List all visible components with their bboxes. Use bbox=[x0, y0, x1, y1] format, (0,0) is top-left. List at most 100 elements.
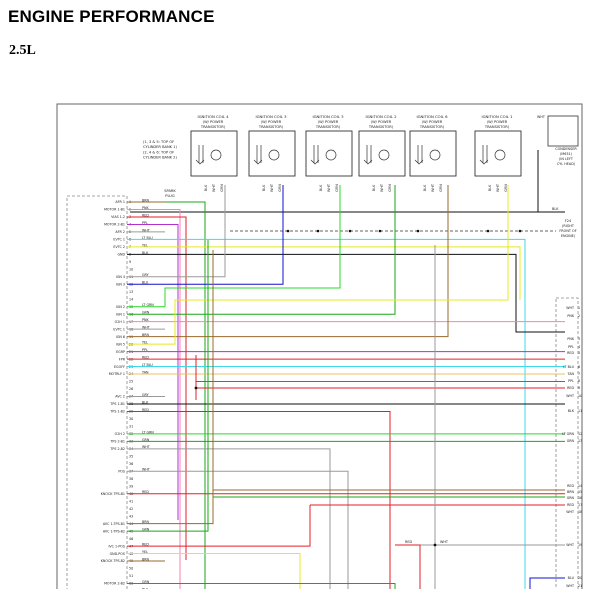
ecm-pin-number: 39 bbox=[129, 484, 133, 488]
coil-winding bbox=[482, 145, 488, 163]
ecm-pin: IGN 312BLU bbox=[116, 281, 165, 286]
ecm-wire-label: BRN bbox=[142, 520, 150, 524]
condenser-label: CYL HEAD) bbox=[557, 162, 576, 166]
ecm-pin: 31 bbox=[129, 425, 133, 429]
splice-wire-label: WHT bbox=[440, 540, 449, 544]
right-wire-label: PPL bbox=[568, 345, 574, 349]
ecm-wire-label: YEL bbox=[142, 243, 148, 247]
transistor-symbol bbox=[378, 149, 390, 161]
ecm-pin: 14 bbox=[129, 297, 133, 301]
splice-dot bbox=[348, 229, 352, 233]
coil-winding bbox=[366, 145, 372, 163]
ecm-pin-label: GND bbox=[117, 253, 125, 257]
ecm-pin: 50 bbox=[129, 567, 133, 571]
right-pin-number: 15 bbox=[578, 490, 582, 494]
ecm-pin: AFR 11BRN bbox=[115, 198, 165, 204]
coil-sublabel: (W/ POWER bbox=[487, 120, 508, 124]
coil-trigger-wire bbox=[165, 185, 226, 278]
ecm-wire-label: RED bbox=[142, 542, 149, 546]
ecm-wire-label: LT GRN bbox=[142, 303, 154, 307]
coil-trigger-wire bbox=[165, 201, 206, 589]
ecm-pin-label: EVTC 2 bbox=[113, 245, 125, 249]
ecm-pin: 25 bbox=[129, 380, 133, 384]
ecm-pin-label: IGN 1 bbox=[116, 312, 125, 316]
coil-trigger-wire bbox=[165, 185, 509, 345]
coil-note-line: (2, 4 & 6: TOP OF bbox=[143, 150, 174, 154]
right-pin-number: 21 bbox=[578, 584, 582, 588]
ecm-pin: FPR22RED bbox=[119, 355, 165, 361]
right-wire-label: WHT bbox=[566, 543, 575, 547]
coil-note-line: CYLINDER BANK 1) bbox=[143, 145, 177, 149]
ecm-pin: 35 bbox=[129, 455, 133, 459]
coil-box bbox=[409, 130, 457, 177]
ecm-wire-label: GRN bbox=[142, 311, 150, 315]
transistor-symbol bbox=[210, 149, 222, 161]
ecm-pin-label: AFR 1 bbox=[115, 200, 125, 204]
sensor-wire bbox=[165, 553, 301, 589]
ecm-pin: EGRP21PPL bbox=[116, 348, 165, 354]
coil-pin-label: GRN bbox=[220, 184, 224, 192]
ecm-pin-label: MOTOR 1-B1 bbox=[104, 208, 125, 212]
ecm-pin-label: EVTC 1 bbox=[113, 238, 125, 242]
ecm-pin: EVTC 16LT BLU bbox=[113, 236, 165, 242]
sensor-wire bbox=[165, 505, 311, 547]
right-wire-label: RED bbox=[567, 386, 574, 390]
right-wire-label: WHT bbox=[566, 510, 575, 514]
ecm-pin-number: 46 bbox=[129, 537, 133, 541]
splice-dot bbox=[194, 386, 198, 390]
ecm-pin-label: EGRP bbox=[116, 350, 125, 354]
right-pin-number: 8 bbox=[578, 379, 580, 383]
ecm-pin: POS37WHT bbox=[118, 468, 165, 473]
ecm-pin: 43 bbox=[129, 514, 133, 518]
condenser-label: (M631) bbox=[560, 152, 573, 156]
ecm-pin-label: IGN 3 bbox=[116, 282, 125, 286]
ecm-pin-label: MOTRLY 1 bbox=[109, 372, 125, 376]
ecm-pin-number: 43 bbox=[129, 514, 133, 518]
ecm-pin: 26 bbox=[129, 387, 133, 391]
right-wire-label: RED bbox=[567, 484, 574, 488]
right-pin-number: 5 bbox=[578, 351, 580, 355]
ecm-wire-label: YEL bbox=[142, 550, 148, 554]
coil-sublabel: TRANSISTOR) bbox=[200, 125, 226, 129]
coil-trigger-wire bbox=[165, 185, 449, 338]
coil-pin-label: BLK bbox=[204, 184, 208, 191]
ecm-wire-label: PPL bbox=[142, 348, 148, 352]
right-pin-number: 4 bbox=[578, 345, 580, 349]
coil-arrow bbox=[479, 159, 489, 165]
ecm-wire-label: GRN bbox=[142, 438, 150, 442]
ecm-pin: EGOFF23LT BLU bbox=[114, 363, 165, 369]
right-pin-number: 2 bbox=[578, 314, 580, 318]
ecm-pin-label: IGN 6 bbox=[116, 335, 125, 339]
ecm-pin-label: TPS 2-B1 bbox=[109, 440, 125, 444]
ecm-pin: VIAS 1.23RED bbox=[111, 213, 165, 219]
coil-sublabel: TRANSISTOR) bbox=[315, 125, 341, 129]
coil-sublabel: (W/ POWER bbox=[371, 120, 392, 124]
ecm-pin-label: FPR bbox=[119, 357, 126, 361]
right-connector-pin: PPL 4 bbox=[568, 345, 580, 349]
coil-pin-label: GRN bbox=[504, 184, 508, 192]
ecm-pin: IGN 411GRY bbox=[116, 273, 165, 279]
ecm-pin: MOTOR 1-B12PNK bbox=[104, 206, 165, 212]
right-wire-label: PNK bbox=[567, 337, 574, 341]
sensor-wire bbox=[165, 240, 209, 532]
ecm-pin-number: 35 bbox=[129, 455, 133, 459]
coil-trigger-wire bbox=[165, 185, 396, 315]
right-wire-label: GRN bbox=[567, 439, 575, 443]
coil-trigger-wire bbox=[164, 185, 341, 307]
ecm-wire-label: PPL bbox=[142, 221, 148, 225]
right-wire-label: WHT bbox=[566, 306, 575, 310]
ecm-pin-label: TPS 1-B1 bbox=[109, 402, 125, 406]
ecm-pin: MOTOR 2-B280GRN bbox=[104, 580, 165, 586]
ecm-pin-label: AVC 1-TPS-B1 bbox=[103, 522, 125, 526]
ecm-wire-label: WHT bbox=[142, 228, 151, 232]
